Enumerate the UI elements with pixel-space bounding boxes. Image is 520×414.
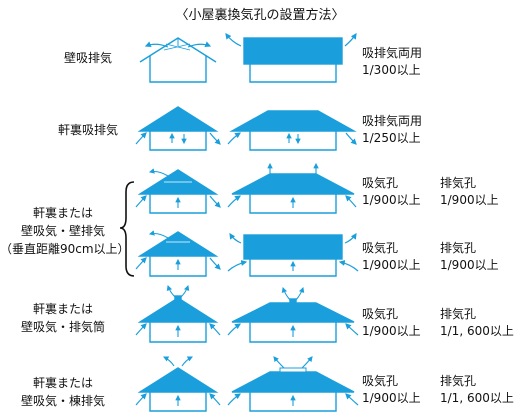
- row5-exhaust-label: 排気孔: [440, 307, 477, 321]
- row4-intake-ratio: 1/900以上: [362, 258, 421, 272]
- row2-spec-ratio: 1/250以上: [362, 131, 421, 145]
- row6-label-line2: 壁吸気・棟排気: [20, 394, 105, 408]
- diagram-title: 〈小屋裏換気孔の設置方法〉: [175, 8, 345, 23]
- row3-exhaust-label: 排気孔: [440, 176, 477, 190]
- row6-intake-label: 吸気孔: [362, 374, 399, 388]
- row5-left-house: [135, 284, 221, 343]
- row5-intake-ratio: 1/900以上: [362, 324, 421, 338]
- row3-intake-label: 吸気孔: [362, 176, 399, 190]
- row1-left-house: [139, 37, 217, 83]
- row5-intake-label: 吸気孔: [362, 307, 399, 321]
- row4-left-house: [135, 230, 221, 277]
- row3-left-house: [135, 168, 221, 214]
- row5-label-line2: 壁吸気・排気筒: [20, 320, 105, 334]
- row1-label: 壁吸排気: [64, 51, 113, 65]
- row1-spec-ratio: 1/300以上: [362, 63, 421, 77]
- row5-right-house: [227, 286, 359, 343]
- row4-exhaust-label: 排気孔: [440, 241, 477, 255]
- row4-exhaust-ratio: 1/900以上: [440, 258, 499, 272]
- row6-left-house: [135, 356, 221, 412]
- group-label-line2: 壁吸気・壁排気: [20, 224, 105, 238]
- group-label-line3: （垂直距離90cm以上）: [0, 242, 130, 256]
- row6-right-house: [227, 356, 359, 412]
- row2-spec-type: 吸排気両用: [362, 114, 423, 128]
- group-label-line1: 軒裏または: [32, 206, 93, 220]
- row6-intake-ratio: 1/900以上: [362, 391, 421, 405]
- row6-exhaust-label: 排気孔: [440, 374, 477, 388]
- row5-exhaust-ratio: 1/1, 600以上: [440, 324, 514, 338]
- row2-right-house: [227, 110, 357, 151]
- row6-label-line1: 軒裏または: [32, 376, 93, 390]
- row2-label: 軒裏吸排気: [58, 123, 119, 137]
- row3-right-house: [227, 162, 357, 214]
- row3-exhaust-ratio: 1/900以上: [440, 193, 499, 207]
- group-brace: [119, 181, 135, 277]
- row3-intake-ratio: 1/900以上: [362, 193, 421, 207]
- row1-spec-type: 吸排気両用: [362, 46, 423, 60]
- row5-label-line1: 軒裏または: [32, 302, 93, 316]
- row4-intake-label: 吸気孔: [362, 241, 399, 255]
- row6-exhaust-ratio: 1/1, 600以上: [440, 391, 514, 405]
- row2-left-house: [135, 106, 221, 151]
- row1-right-house: [225, 33, 357, 83]
- row4-right-house: [227, 233, 359, 277]
